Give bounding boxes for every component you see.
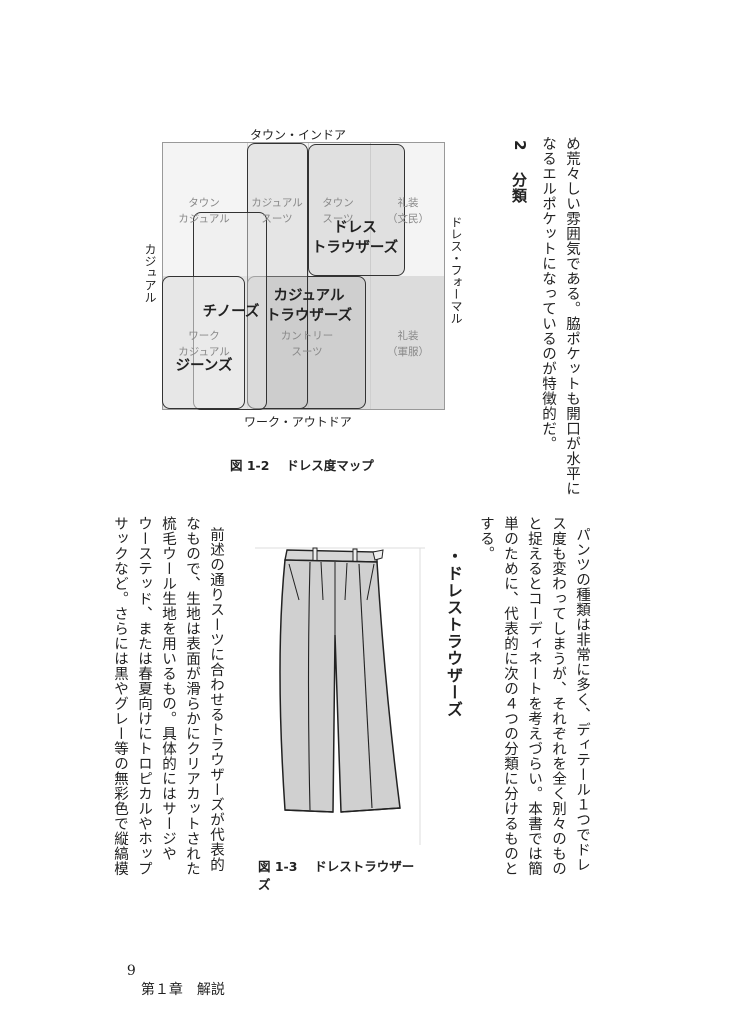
map-grid-v3: [370, 143, 371, 409]
section-number: 2: [511, 140, 529, 152]
casual-suits-region: [247, 143, 308, 409]
intro-col2: ス度も変わってしまうが、それぞれを全く別々のもの: [550, 516, 566, 876]
zone-town-casual: タウン カジュアル: [178, 197, 230, 225]
axis-top-label: タウン・インドア: [250, 128, 347, 142]
axis-right-label: ドレス・フォーマル: [449, 216, 463, 324]
trousers-illustration: [255, 547, 425, 845]
intro-col4: 単のために、代表的に次の４つの分類に分けるものと: [502, 516, 518, 876]
zone-work-casual: ワーク カジュアル: [178, 330, 230, 358]
label-chinos: チノーズ: [202, 304, 260, 320]
body-col3: 梳毛ウール生地を用いるもの。具体的にはサージや: [160, 516, 176, 861]
jeans-region: [162, 276, 245, 409]
zone-formal-civil: 礼装 （文民）: [387, 197, 429, 225]
label-dress-trousers: ドレス トラウザーズ: [311, 220, 399, 256]
trousers-figure: [255, 540, 425, 850]
label-jeans: ジーンズ: [175, 358, 233, 374]
top-text-col1: め荒々しい雰囲気である。脇ポケットも開口が水平に: [564, 136, 580, 496]
label-casual-trousers: カジュアル トラウザーズ: [265, 288, 353, 324]
intro-col3: と捉えるとコーディネートを考えづらい。本書では簡: [526, 516, 542, 876]
dress-trousers-region: [308, 144, 405, 276]
figure-1-2-caption: 図 1-2 ドレス度マップ: [230, 458, 374, 473]
axis-left-label: カジュアル: [143, 243, 157, 303]
page-footer: 9 第１章 解説: [118, 947, 225, 999]
zone-town-suits: タウン スーツ: [322, 197, 354, 225]
zone-formal-military: 礼装 （軍服）: [387, 330, 429, 358]
page-number: 9: [126, 963, 136, 979]
zone-casual-suits: カジュアル スーツ: [251, 197, 303, 225]
zone-country-suits: カントリー スーツ: [280, 330, 334, 358]
intro-col1: パンツの種類は非常に多く、ディテール１つでドレ: [574, 527, 590, 872]
dress-map-figure: タウン カジュアル カジュアル スーツ タウン スーツ 礼装 （文民） ワーク …: [0, 0, 730, 480]
section-title: 分類: [510, 172, 528, 204]
body-col1: 前述の通りスーツに合わせるトラウザーズが代表的: [208, 527, 224, 872]
figure-1-3-caption-cont: ズ: [258, 877, 271, 892]
intro-col5: する。: [478, 516, 494, 561]
figure-1-3-caption: 図 1-3 ドレストラウザー: [258, 859, 415, 874]
subheading-dress-trousers: ・ドレストラウザーズ: [444, 548, 463, 718]
axis-bottom-label: ワーク・アウトドア: [244, 415, 352, 429]
body-col5: サックなど。さらには黒やグレー等の無彩色で縦縞模: [112, 516, 128, 876]
body-col2: なもので、生地は表面が滑らかにクリアカットされた: [184, 516, 200, 876]
body-col4: ウーステッド、または春夏向けにトロピカルやホップ: [136, 516, 152, 876]
top-text-col2: なるエルポケットになっているのが特徴的だ。: [540, 136, 556, 451]
chapter-label: 第１章 解説: [140, 982, 225, 998]
